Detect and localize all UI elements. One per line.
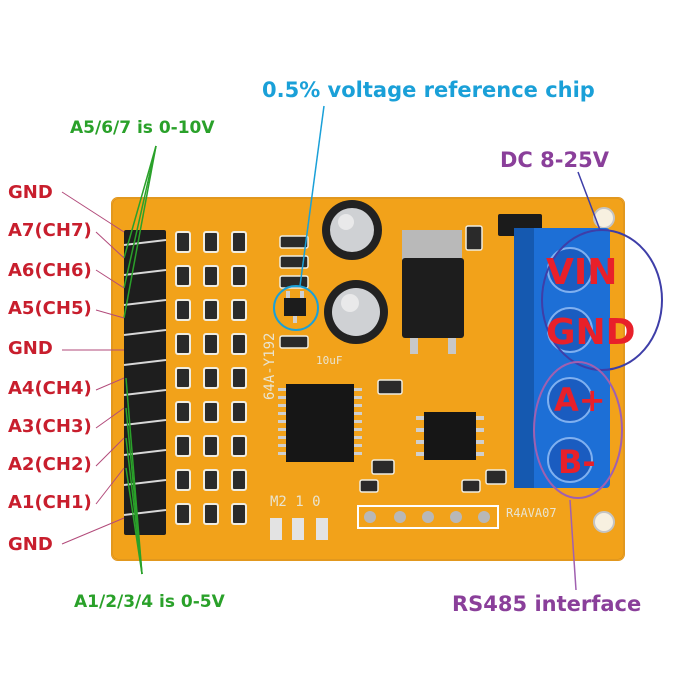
pin-label-ch7: A7(CH7): [8, 220, 92, 241]
voltage-reference-chip: [284, 291, 306, 323]
rs485-interface-callout: RS485 interface: [452, 592, 642, 616]
silkscreen-cap-label: 10uF: [316, 354, 343, 367]
silkscreen-part-number: 64A-Y192: [262, 332, 278, 400]
reference-chip-highlight-ring: [273, 285, 319, 331]
address-jumper-pads: [270, 518, 328, 540]
electrolytic-capacitor: [324, 280, 388, 344]
programming-header: [357, 505, 499, 529]
terminal-label-b-minus: B-: [558, 443, 596, 481]
mounting-hole: [593, 511, 615, 533]
terminal-label-a-plus: A+: [554, 381, 606, 419]
pin-label-gnd-middle: GND: [8, 338, 53, 359]
screw-terminal-block: [514, 228, 610, 488]
pin-label-ch4: A4(CH4): [8, 378, 92, 399]
pin-label-ch5: A5(CH5): [8, 298, 92, 319]
power-input-callout: DC 8-25V: [500, 148, 609, 172]
voltage-reference-callout: 0.5% voltage reference chip: [262, 78, 595, 102]
pin-label-gnd-bottom: GND: [8, 534, 53, 555]
range-high-callout: A5/6/7 is 0-10V: [70, 118, 215, 138]
rs485-transceiver-chip: [416, 412, 484, 460]
electrolytic-capacitor: [322, 200, 382, 260]
pin-header: [123, 230, 167, 535]
pin-label-ch1: A1(CH1): [8, 492, 92, 513]
smd-resistor-array: [175, 231, 247, 525]
pin-label-gnd-top: GND: [8, 182, 53, 203]
power-terminal-highlight-ring: [541, 229, 663, 371]
reference-smd-parts: [279, 235, 309, 349]
silkscreen-address-pins: M2 1 0: [270, 494, 321, 510]
voltage-regulator: [402, 230, 464, 354]
mounting-hole: [593, 207, 615, 229]
rs485-terminal-highlight-ring: [533, 361, 623, 499]
range-low-callout: A1/2/3/4 is 0-5V: [74, 592, 225, 612]
terminal-label-vin: VIN: [546, 252, 618, 293]
pin-label-ch3: A3(CH3): [8, 416, 92, 437]
terminal-label-gnd: GND: [546, 312, 636, 353]
callout-lines: [61, 105, 601, 591]
pin-label-ch2: A2(CH2): [8, 454, 92, 475]
silkscreen-model-number: R4AVA07: [506, 506, 557, 520]
microcontroller-chip: [278, 384, 362, 462]
pin-label-ch6: A6(CH6): [8, 260, 92, 281]
